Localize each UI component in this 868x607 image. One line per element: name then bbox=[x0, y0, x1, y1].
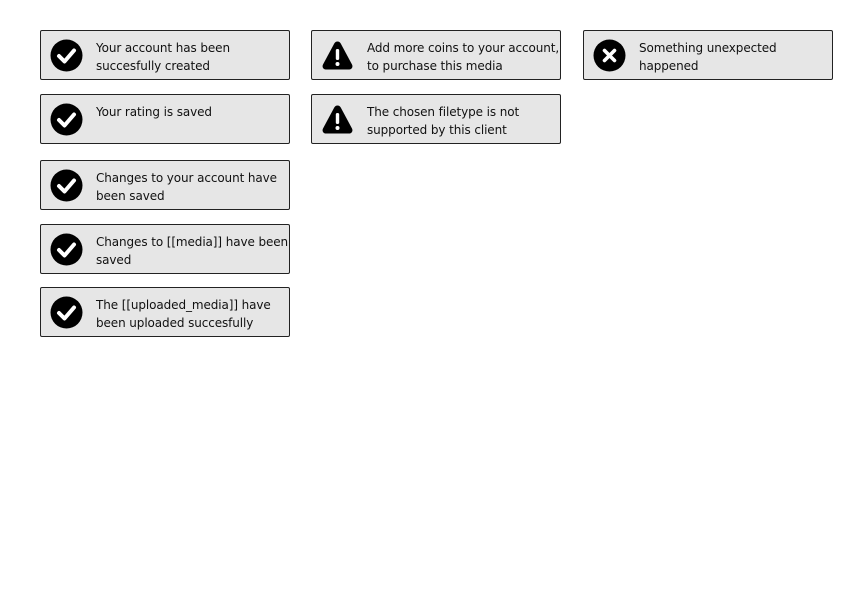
success-notification: Changes to your account have been saved bbox=[40, 160, 290, 210]
checkmark-icon bbox=[50, 103, 83, 136]
checkmark-icon bbox=[50, 296, 83, 329]
notification-message: The [[uploaded_media]] have been uploade… bbox=[96, 298, 271, 330]
notification-message: Something unexpected happened bbox=[639, 41, 777, 73]
success-notification: Your account has been succesfully create… bbox=[40, 30, 290, 80]
error-notification: Something unexpected happened bbox=[583, 30, 833, 80]
error-x-icon bbox=[593, 39, 626, 72]
success-notification: Changes to [[media]] have been saved bbox=[40, 224, 290, 274]
warning-notification: Add more coins to your account, to purch… bbox=[311, 30, 561, 80]
notification-message: Your account has been succesfully create… bbox=[96, 41, 230, 73]
notification-message: Changes to your account have been saved bbox=[96, 171, 277, 203]
warning-icon bbox=[321, 39, 354, 72]
checkmark-icon bbox=[50, 169, 83, 202]
notification-message: The chosen filetype is not supported by … bbox=[367, 105, 520, 137]
success-notification: Your rating is saved bbox=[40, 94, 290, 144]
warning-notification: The chosen filetype is not supported by … bbox=[311, 94, 561, 144]
notification-message: Changes to [[media]] have been saved bbox=[96, 235, 289, 267]
notification-message: Add more coins to your account, to purch… bbox=[367, 41, 560, 73]
success-notification: The [[uploaded_media]] have been uploade… bbox=[40, 287, 290, 337]
checkmark-icon bbox=[50, 233, 83, 266]
notification-message: Your rating is saved bbox=[96, 105, 212, 119]
checkmark-icon bbox=[50, 39, 83, 72]
warning-icon bbox=[321, 103, 354, 136]
